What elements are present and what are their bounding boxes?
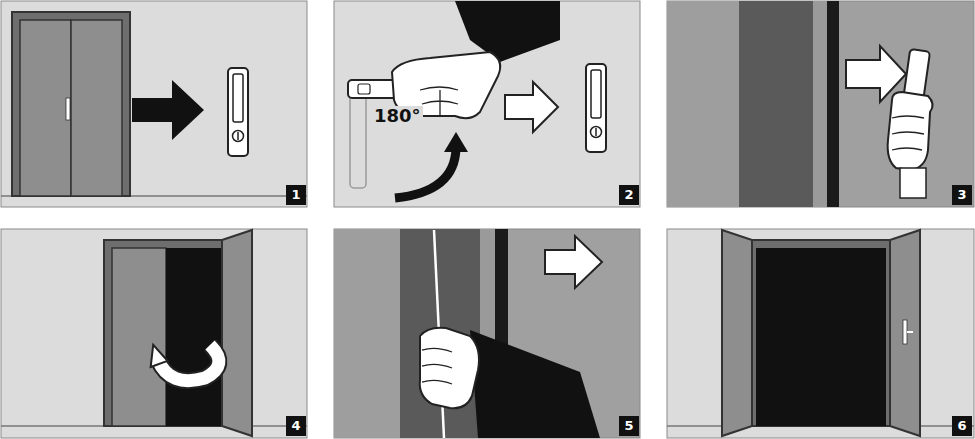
angle-label: 180° [372, 106, 423, 126]
callout-number: 2 [619, 185, 639, 205]
callout-number: 1 [286, 185, 306, 205]
callout-number: 6 [952, 416, 972, 436]
callout-number: 4 [286, 416, 306, 436]
callout-number: 5 [619, 416, 639, 436]
callout-number: 3 [952, 185, 972, 205]
